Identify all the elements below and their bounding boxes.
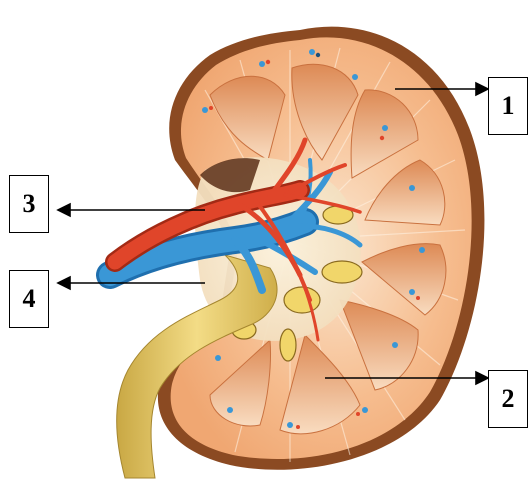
label-box-1: 1 [488,77,528,135]
label-box-3: 3 [9,175,49,233]
arrowhead-1 [476,83,488,95]
arrowhead-3 [58,204,70,216]
label-box-2: 2 [488,370,528,428]
arrowhead-2 [476,372,488,384]
arrowhead-4 [58,277,70,289]
label-box-4: 4 [9,270,49,328]
